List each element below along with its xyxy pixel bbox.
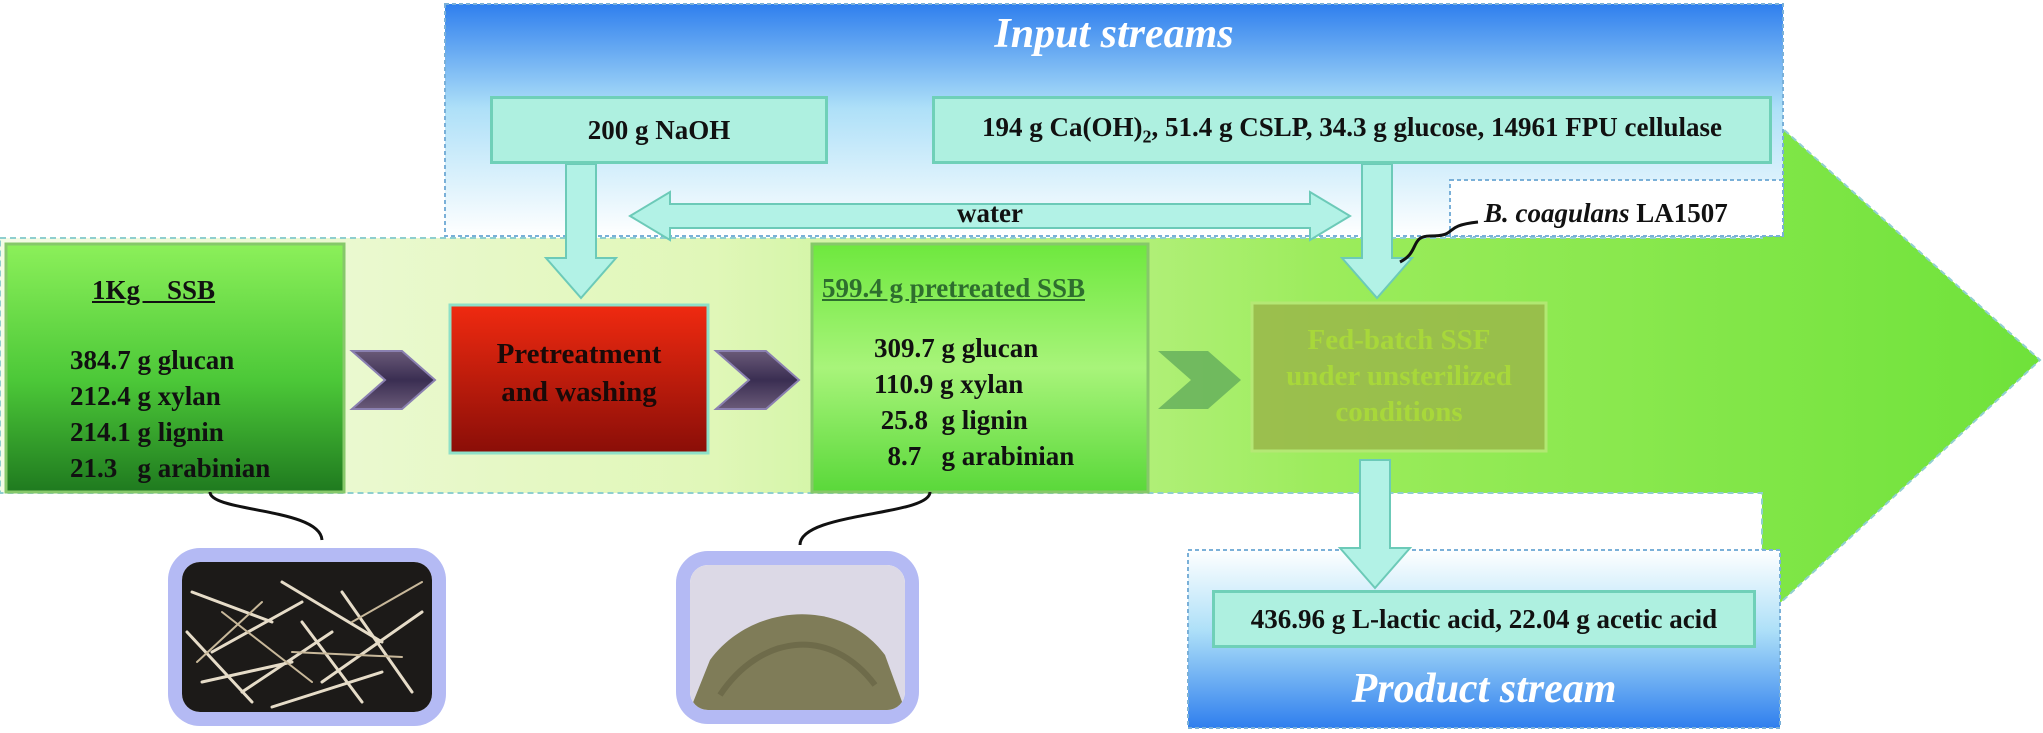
pretreated-glucan: 309.7 g glucan xyxy=(874,333,1039,363)
product-stream-title: Product stream xyxy=(1351,666,1617,712)
pretreatment-box-bg xyxy=(448,303,710,455)
products-label: 436.96 g L-lactic acid, 22.04 g acetic a… xyxy=(1250,603,1718,634)
raw-ssb-title: 1Kg SSB xyxy=(92,275,216,305)
chevron-icon xyxy=(713,350,801,410)
raw-ssb-box-bg xyxy=(4,242,346,494)
raw-ssb-image xyxy=(182,562,432,712)
naoh-down-arrow xyxy=(543,163,619,300)
raw-ssb-lignin: 214.1 g lignin xyxy=(70,417,224,447)
callout-line xyxy=(1399,220,1479,264)
raw-ssb-arabinian: 21.3 g arabinian xyxy=(70,453,271,483)
input-streams-title: Input streams xyxy=(994,11,1234,57)
pretreated-ssb-title: 599.4 g pretreated SSB xyxy=(822,273,1085,303)
raw-ssb-photo xyxy=(182,562,432,712)
water-double-arrow xyxy=(628,190,1352,242)
ssf-box-bg xyxy=(1250,301,1548,453)
pretreatment-label: Pretreatment and washing xyxy=(496,338,662,408)
other-inputs-label: 194 g Ca(OH)2, 51.4 g CSLP, 34.3 g gluco… xyxy=(982,112,1722,147)
naoh-input-box: 200 g NaOH xyxy=(490,96,828,164)
raw-ssb-glucan: 384.7 g glucan xyxy=(70,345,235,375)
organism-label: B. coagulans LA1507 xyxy=(1484,198,1728,228)
pretreated-ssb-image xyxy=(690,565,905,710)
pretreated-ssb-composition: 599.4 g pretreated SSB 309.7 g glucan 11… xyxy=(822,270,1142,474)
water-label: water xyxy=(957,198,1023,228)
pretreated-ssb-photo xyxy=(690,565,905,710)
chevron-icon xyxy=(1158,351,1241,409)
callout-line xyxy=(208,491,324,541)
raw-ssb-composition: 1Kg SSB 384.7 g glucan 212.4 g xylan 214… xyxy=(70,272,340,486)
pretreated-arabinian: 8.7 g arabinian xyxy=(874,441,1075,471)
pretreated-ssb-box-bg xyxy=(810,242,1150,494)
pretreated-lignin: 25.8 g lignin xyxy=(874,405,1028,435)
naoh-input-label: 200 g NaOH xyxy=(587,114,731,145)
pretreated-xylan: 110.9 g xylan xyxy=(874,369,1024,399)
callout-line xyxy=(798,491,932,546)
raw-ssb-xylan: 212.4 g xylan xyxy=(70,381,221,411)
organism-label-area xyxy=(1449,179,1784,237)
products-box: 436.96 g L-lactic acid, 22.04 g acetic a… xyxy=(1212,590,1756,648)
ssf-label: Fed-batch SSF under unsterilized conditi… xyxy=(1286,324,1512,428)
product-down-arrow xyxy=(1337,459,1413,590)
other-inputs-box: 194 g Ca(OH)2, 51.4 g CSLP, 34.3 g gluco… xyxy=(932,96,1772,164)
chevron-icon xyxy=(349,350,437,410)
inputs-down-arrow xyxy=(1339,163,1415,300)
